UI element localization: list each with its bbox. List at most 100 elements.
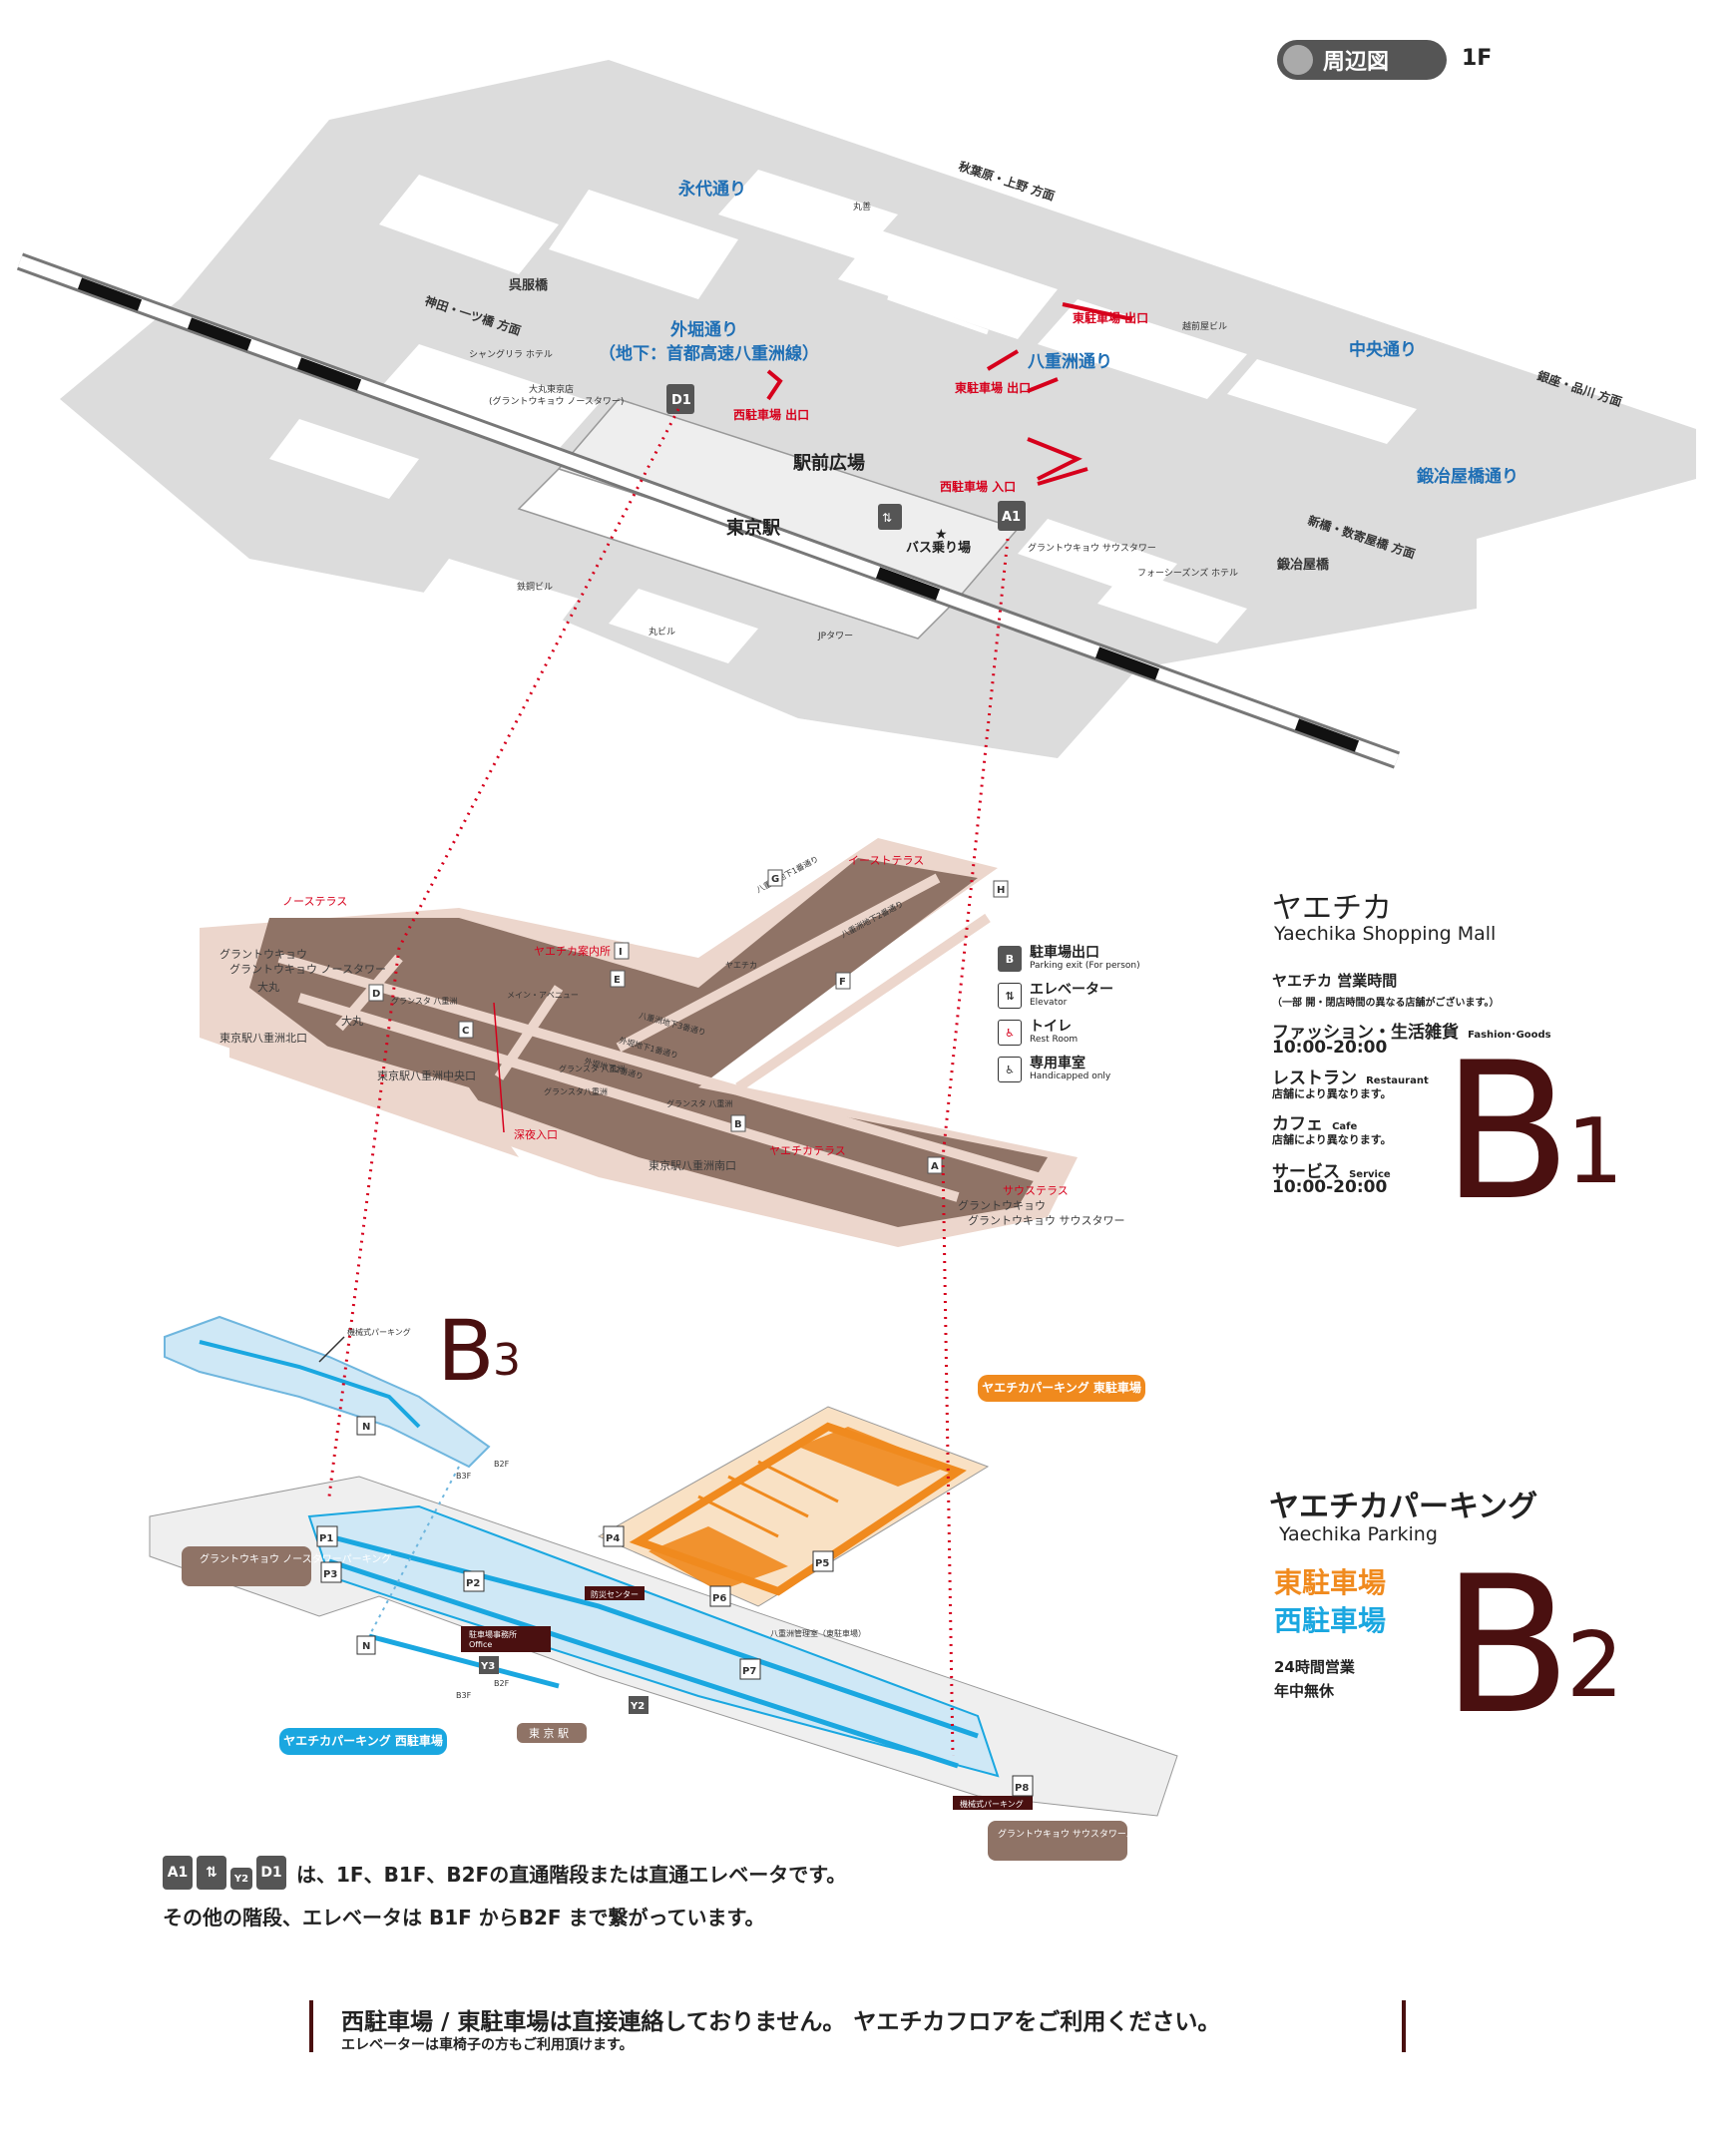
b1-gransta-1: グランスタ 八重洲 <box>391 996 457 1006</box>
b1-north-exit: 東京駅八重洲北口 <box>219 1031 307 1045</box>
footer-sub: エレベーターは車椅子の方もご利用頂けます。 <box>341 2037 634 2053</box>
map-1f <box>16 60 1696 769</box>
map-b2b3 <box>149 408 1178 1817</box>
b1-south-terrace: サウステラス <box>1003 1184 1069 1197</box>
elevator-icon <box>878 504 902 530</box>
b1-marker-c: C <box>462 1026 469 1037</box>
b1-marker-a: A <box>931 1161 939 1172</box>
b2-open-label: 24時間営業 <box>1274 1658 1355 1676</box>
street-sotobori: 外堀通り <box>670 319 738 340</box>
b3-floor-num: 3 <box>493 1335 521 1386</box>
b1-gransta-3: グランスタ八重洲 <box>544 1086 608 1096</box>
bldg-fourseasons: フォーシーズンズ ホテル <box>1137 567 1238 579</box>
b1-marker-i: I <box>619 947 623 958</box>
b2-east-label: 東駐車場 <box>1274 1566 1387 1599</box>
b2-office-jp: 駐車場事務所 <box>469 1629 517 1639</box>
b2-gt-north-parking: グラントウキョウ ノースタワーパーキング <box>200 1552 391 1565</box>
bldg-echizenya: 越前屋ビル <box>1182 320 1227 332</box>
b1-daimaru-2: 大丸 <box>341 1014 363 1028</box>
b2-tokyo-station: 東 京 駅 <box>529 1726 569 1740</box>
footer-note: 西駐車場 / 東駐車場は直接連絡しておりません。 ヤエチカフロアをご利用ください… <box>309 2000 1407 2060</box>
note-line-1: は、1F、B1F、B2Fの直通階段または直通エレベータです。 <box>296 1862 847 1887</box>
b3-level-1: B3F <box>456 1472 472 1481</box>
b2-p7: P7 <box>742 1666 756 1677</box>
handicapped-icon: ♿ <box>998 1057 1022 1082</box>
star-icon: ★ <box>935 527 948 543</box>
b1-title-jp: ヤエチカ <box>1272 891 1392 926</box>
b1-cat4: サービス Service <box>1272 1162 1391 1182</box>
b1-north-terrace: ノーステラス <box>282 895 347 908</box>
b2-west-label: 西駐車場 <box>1274 1604 1387 1637</box>
b1-gt-south: グラントウキョウ サウスタワー <box>968 1213 1125 1227</box>
b1-marker-d: D <box>372 989 380 1000</box>
header-pill: 周辺図 <box>1277 40 1447 80</box>
footer-main: 西駐車場 / 東駐車場は直接連絡しておりません。 ヤエチカフロアをご利用ください… <box>341 2009 1221 2035</box>
west-parking-badge: ヤエチカパーキング 西駐車場 <box>279 1728 447 1755</box>
label-west-exit: 西駐車場 出口 <box>733 407 809 422</box>
b2-p5: P5 <box>815 1558 829 1569</box>
b1-cat1-hours: 10:00-20:00 <box>1272 1038 1388 1058</box>
street-eitai: 永代通り <box>677 179 746 200</box>
direct-access-note: A1 ⇅ Y2 D1 は、1F、B1F、B2Fの直通階段または直通エレベータです… <box>163 1856 846 1890</box>
place-ekimae-plaza: 駅前広場 <box>792 452 865 474</box>
b1-gt-north-1: グラントウキョウ <box>219 947 307 961</box>
svg-text:⇅: ⇅ <box>882 511 892 525</box>
east-parking-badge: ヤエチカパーキング 東駐車場 <box>978 1375 1145 1402</box>
b2-floor-letter: B <box>1442 1535 1572 1756</box>
footer-bar-right <box>1402 2000 1406 2052</box>
b1-hours-title: ヤエチカ 営業時間 <box>1272 972 1398 990</box>
b2-gt-south-parking: グラントウキョウ サウスタワーパーキング <box>998 1828 1171 1840</box>
b1-gt-north: グラントウキョウ ノースタワー <box>229 962 386 976</box>
b1-south-exit: 東京駅八重洲南口 <box>649 1158 736 1172</box>
b2-closed-label: 年中無休 <box>1274 1682 1335 1700</box>
b3-n: N <box>362 1422 370 1433</box>
b2-floor-num: 2 <box>1566 1613 1624 1718</box>
b2-p4: P4 <box>606 1533 620 1544</box>
note-line-2: その他の階段、エレベータは B1F からB2F まで繋がっています。 <box>163 1906 765 1929</box>
b2-p6: P6 <box>712 1593 726 1604</box>
b2-n: N <box>362 1641 370 1652</box>
b1-daimaru-1: 大丸 <box>257 980 279 994</box>
b2-y3: Y3 <box>480 1661 495 1672</box>
street-yaesu: 八重洲通り <box>1028 351 1112 372</box>
b1-cat4-hours: 10:00-20:00 <box>1272 1177 1388 1197</box>
b3-mech-label: 機械式パーキング <box>347 1327 411 1337</box>
b1-cat3-note: 店舗により異なります。 <box>1272 1133 1392 1146</box>
exit-d1-icon <box>666 384 694 414</box>
svg-text:D1: D1 <box>671 393 691 408</box>
bldg-marubiru: 丸ビル <box>649 626 675 638</box>
b1-marker-f: F <box>839 977 846 988</box>
b2-p1: P1 <box>319 1533 333 1544</box>
place-bus-stop: バス乗り場 <box>906 540 971 556</box>
b1-yaechika: ヤエチカ <box>725 961 757 970</box>
svg-text:A1: A1 <box>1002 510 1021 525</box>
b1-cat1: ファッション・生活雑貨 Fashion･Goods <box>1272 1023 1551 1043</box>
b1-main-avenue: メイン・アベニュー <box>507 991 579 1000</box>
b2-title-en: Yaechika Parking <box>1279 1523 1438 1545</box>
restroom-icon: ♿ <box>998 1020 1022 1046</box>
bldg-tekko: 鉄鋼ビル <box>517 581 553 593</box>
bldg-jptower: JPタワー <box>817 631 853 642</box>
place-gofukubashi: 呉服橋 <box>509 277 549 293</box>
header-circle-icon <box>1283 45 1313 75</box>
b1-gransta-4: グランスタ 八重洲 <box>666 1098 732 1108</box>
place-kajibashi: 鍛冶屋橋 <box>1277 557 1330 573</box>
b1-gransta-2: グランスタ 八重洲 <box>559 1064 625 1073</box>
exit-a1-icon <box>998 501 1026 531</box>
parking-exit-icon: B <box>998 946 1022 972</box>
bldg-daimaru: 大丸東京店 <box>529 383 574 395</box>
place-tokyo-station: 東京駅 <box>726 517 781 539</box>
street-chuo: 中央通り <box>1349 339 1417 360</box>
exit-d1-chip-icon: D1 <box>256 1856 286 1890</box>
b1-marker-b: B <box>734 1119 742 1130</box>
b1-east-terrace: イーストテラス <box>848 854 924 867</box>
header-title: 周辺図 <box>1323 50 1390 75</box>
bldg-maruzen: 丸善 <box>853 201 871 213</box>
b1-title-en: Yaechika Shopping Mall <box>1274 923 1497 945</box>
b1-marker-e: E <box>614 975 621 986</box>
b1-marker-g: G <box>771 874 779 885</box>
b2-p8: P8 <box>1015 1783 1029 1794</box>
b1-cat3: カフェ Cafe <box>1272 1114 1358 1134</box>
